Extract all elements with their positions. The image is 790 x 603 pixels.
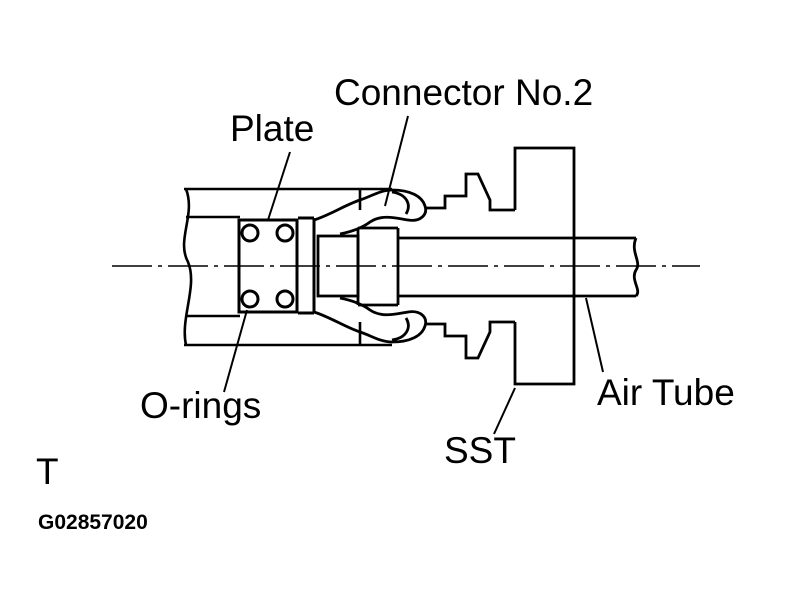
connector-no2 (313, 188, 428, 344)
o-ring-bottom-left (240, 289, 260, 309)
leader-lines (223, 115, 604, 435)
leader-connector (384, 115, 409, 207)
air-tube (398, 236, 640, 298)
orings-label: O-rings (140, 385, 261, 426)
leader-sst (493, 387, 516, 435)
leader-orings (223, 309, 248, 393)
o-ring-top-left (240, 223, 260, 243)
corner-mark: T (36, 451, 59, 492)
air-tube-label: Air Tube (597, 372, 735, 413)
plate-label: Plate (230, 108, 314, 149)
o-ring-bottom-right (275, 289, 295, 309)
connector-label: Connector No.2 (334, 72, 593, 113)
figure-code: G02857020 (38, 511, 148, 534)
nut (425, 172, 515, 360)
leader-plate (267, 151, 291, 221)
o-ring-group (240, 223, 295, 309)
o-ring-top-right (275, 223, 295, 243)
sst-label: SST (444, 430, 516, 471)
leader-air-tube (585, 297, 604, 373)
sst-tool (513, 146, 576, 386)
housing-body (182, 187, 392, 347)
